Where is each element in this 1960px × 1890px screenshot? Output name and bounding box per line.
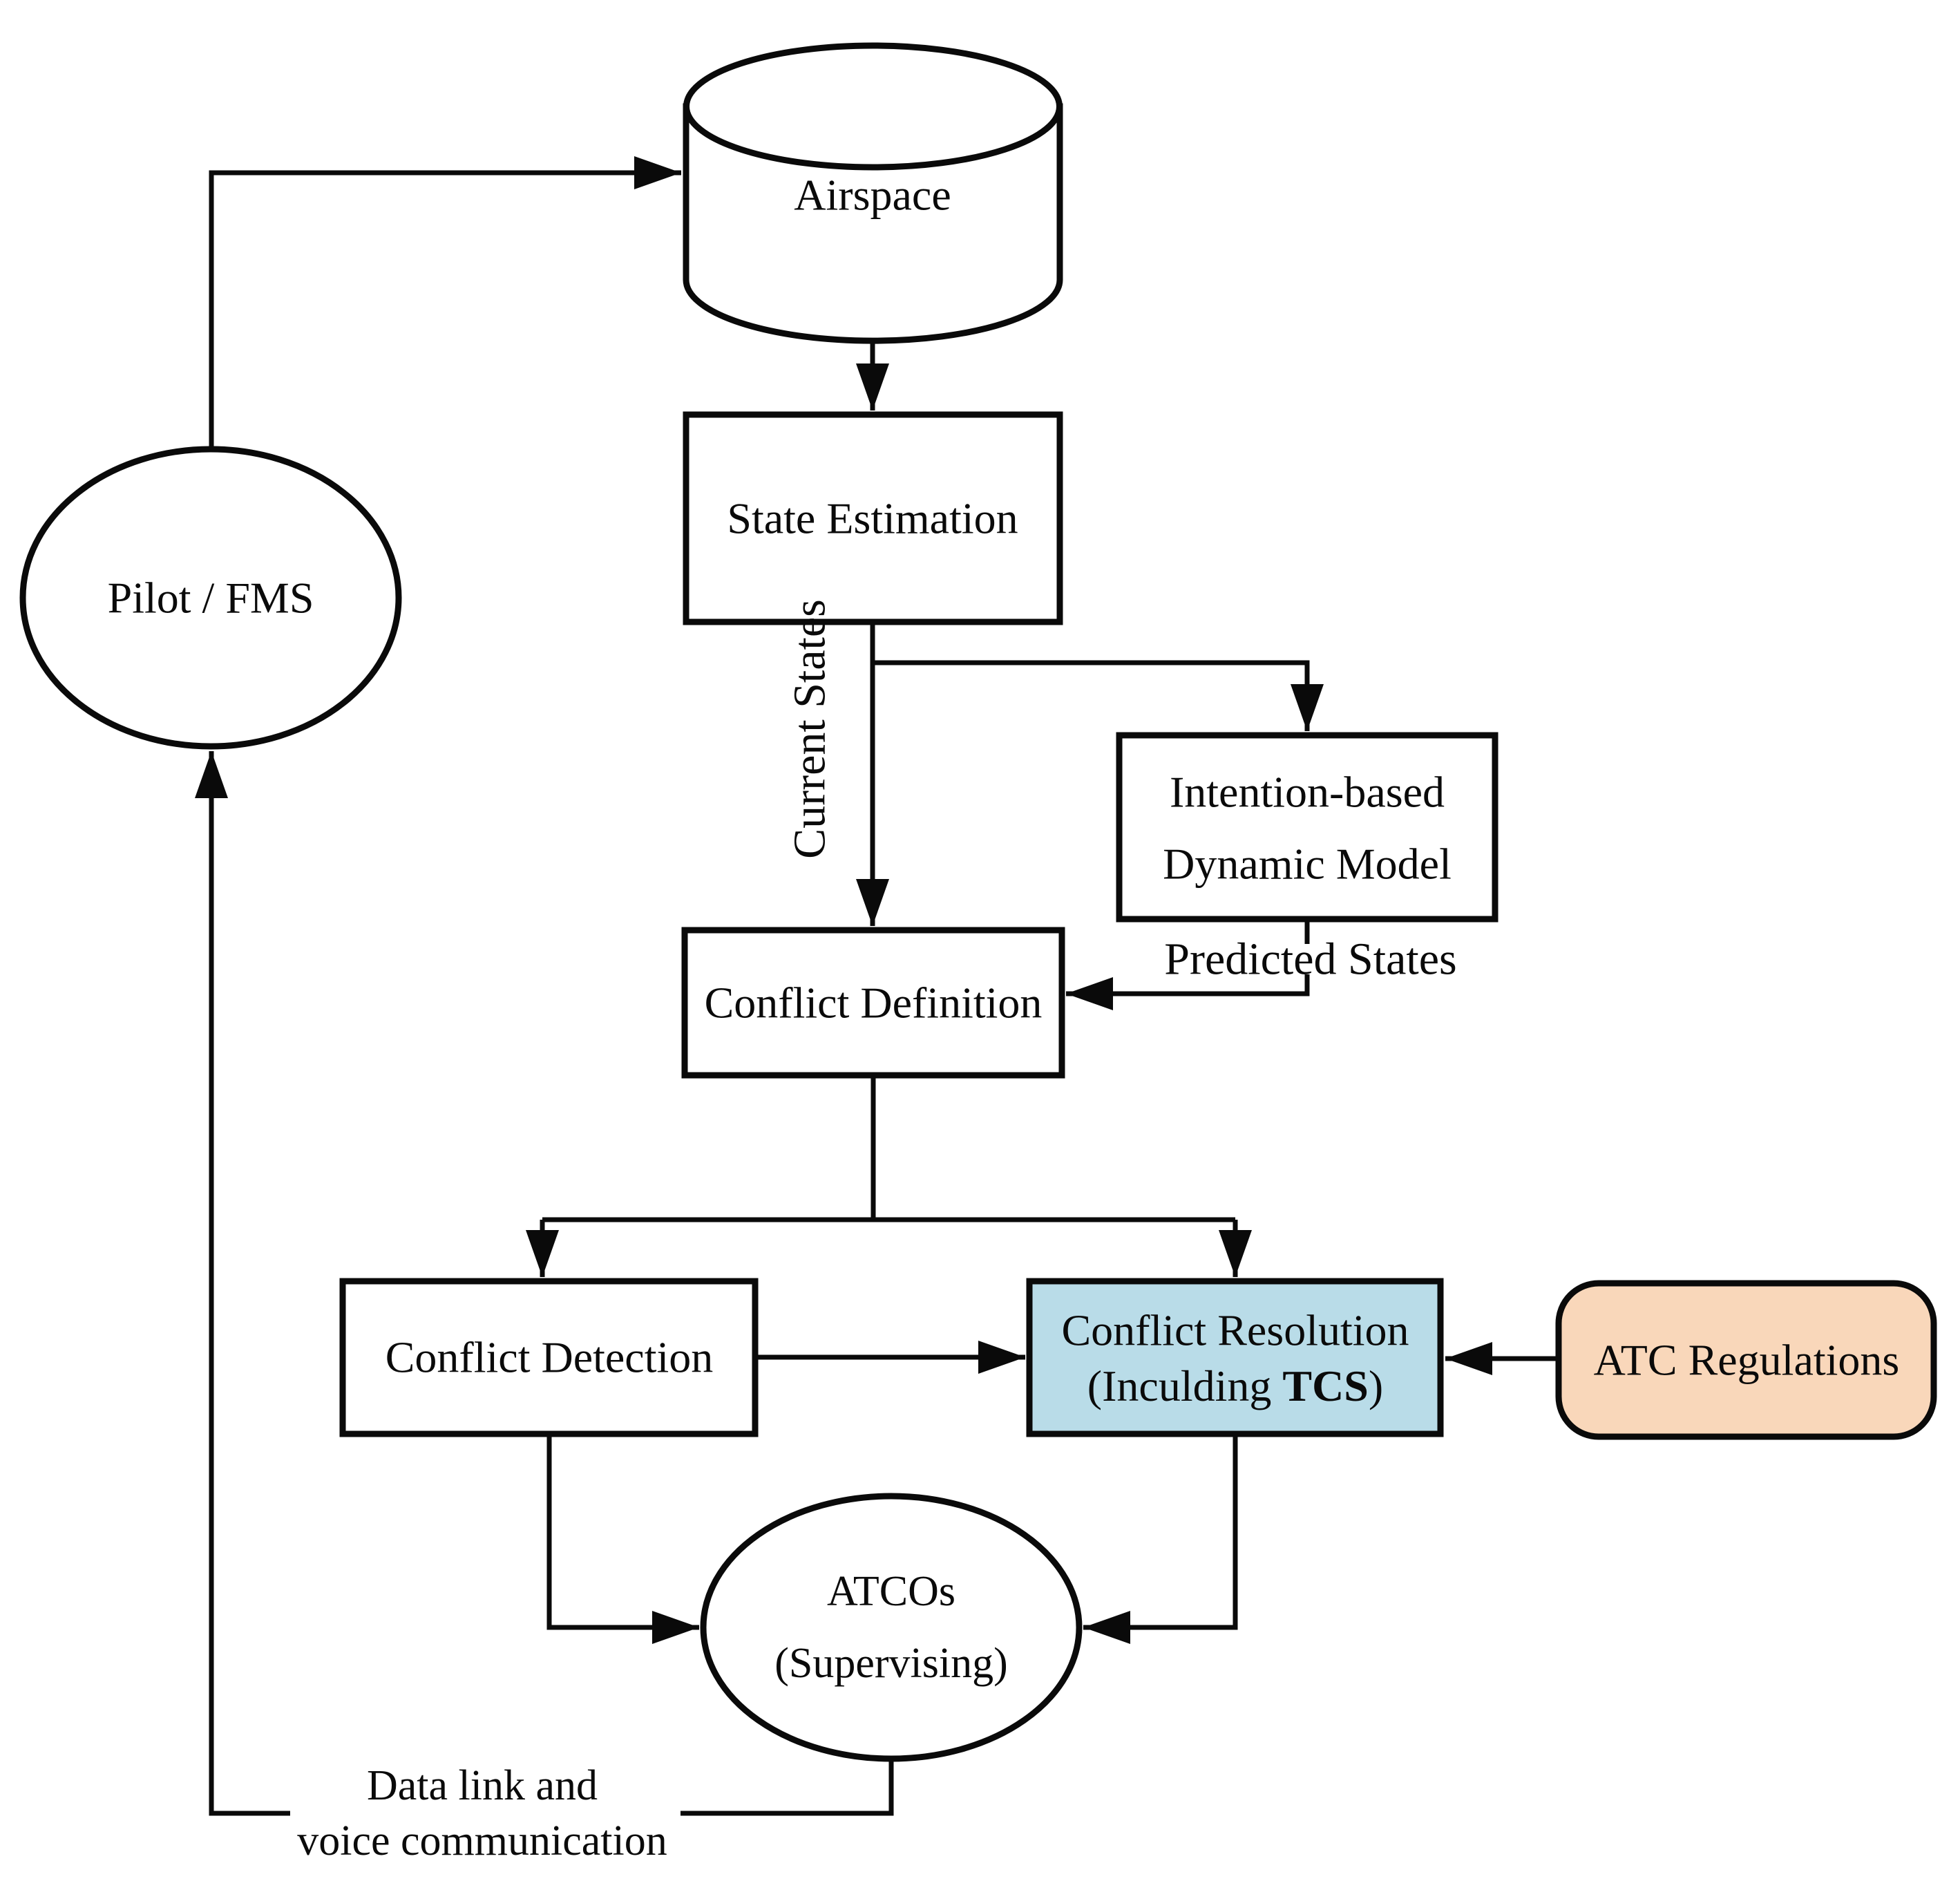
conflict-detection-box: [339, 1278, 759, 1437]
current-states-label: Current States: [785, 599, 835, 859]
pilot-fms-label: Pilot / FMS: [108, 574, 314, 623]
edge-detection-to-atcos: [546, 1434, 699, 1644]
node-state-estimation: State Estimation: [683, 411, 1063, 625]
node-intention-model: Intention-based Dynamic Model: [1116, 732, 1498, 923]
intention-model-label-line2: Dynamic Model: [1163, 840, 1452, 889]
airspace-label: Airspace: [794, 171, 951, 220]
edge-predicted-states-to-conflict-definition: [1066, 974, 1310, 1010]
node-conflict-definition: Conflict Definition: [681, 927, 1065, 1079]
airspace-cylinder-body: [683, 103, 1063, 344]
edges: [195, 156, 1559, 1816]
conflict-resolution-label-line1: Conflict Resolution: [1061, 1306, 1409, 1355]
conflict-definition-label: Conflict Definition: [705, 979, 1043, 1028]
atcos-label-line2: (Supervising): [774, 1640, 1008, 1687]
node-atc-regulations: ATC Regulations: [1555, 1280, 1937, 1440]
data-link-label-line1: Data link and: [367, 1762, 598, 1809]
edge-pilot-to-airspace: [209, 156, 681, 451]
atcos-ellipse: [700, 1493, 1083, 1762]
conflict-resolution-box: [1026, 1278, 1444, 1437]
state-estimation-box: [683, 411, 1063, 625]
atcos-label-line1: ATCOs: [827, 1568, 955, 1615]
intention-model-box: [1116, 732, 1498, 923]
state-estimation-label: State Estimation: [727, 494, 1018, 543]
node-airspace: Airspace: [683, 42, 1063, 344]
data-link-label: Data link and voice communication: [297, 1762, 667, 1864]
node-pilot-fms: Pilot / FMS: [19, 446, 402, 750]
edge-resolution-to-atcos: [1083, 1434, 1238, 1644]
atc-regulations-box: [1555, 1280, 1937, 1440]
node-conflict-detection: Conflict Detection: [339, 1278, 759, 1437]
conflict-detection-label: Conflict Detection: [386, 1333, 714, 1382]
airspace-cylinder-top: [683, 42, 1063, 171]
node-conflict-resolution: Conflict Resolution (Inculding TCS): [1026, 1278, 1444, 1437]
predicted-states-label: Predicted States: [1164, 934, 1456, 985]
conflict-resolution-label-line2: (Inculding TCS): [1087, 1361, 1383, 1410]
conflict-definition-box: [681, 927, 1065, 1079]
data-link-label-background: [290, 1761, 681, 1869]
atc-regulations-label: ATC Regulations: [1594, 1336, 1900, 1385]
edge-conflict-definition-split: [542, 1075, 1235, 1222]
data-link-label-line2: voice communication: [297, 1817, 667, 1864]
intention-model-label-line1: Intention-based: [1170, 768, 1445, 817]
edge-branch-to-intention-model: [873, 660, 1324, 731]
pilot-fms-ellipse: [19, 446, 402, 750]
node-atcos: ATCOs (Supervising): [700, 1493, 1083, 1762]
